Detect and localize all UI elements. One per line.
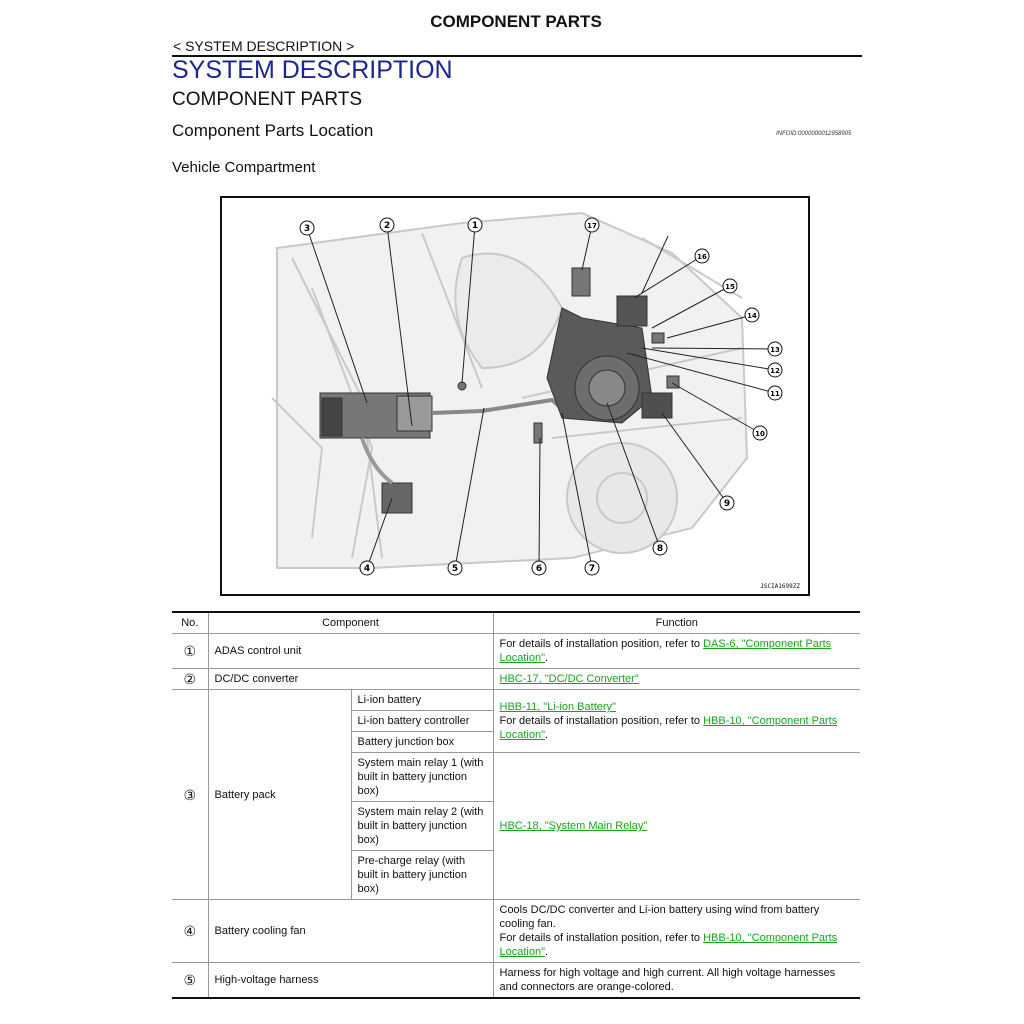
breadcrumb: < SYSTEM DESCRIPTION >: [173, 38, 355, 54]
function-suffix: .: [545, 652, 549, 664]
component-name: ADAS control unit: [207, 633, 494, 669]
callout-16: 16: [694, 248, 710, 264]
sub-component: Li-ion battery: [350, 689, 494, 711]
function-cell: HBB-11, "Li-ion Battery" For details of …: [492, 689, 860, 753]
callout-7: 7: [584, 560, 600, 576]
compartment-title: Vehicle Compartment: [172, 159, 316, 176]
table-row: ③ Battery pack Li-ion battery HBB-11, "L…: [172, 689, 860, 900]
svg-text:9: 9: [724, 499, 730, 509]
svg-text:10: 10: [755, 430, 765, 438]
row-number: ⑤: [172, 962, 209, 999]
callout-14: 14: [744, 307, 760, 323]
function-text: For details of installation position, re…: [499, 638, 704, 650]
callout-5: 5: [447, 560, 463, 576]
callout-2: 2: [379, 217, 395, 233]
svg-text:7: 7: [589, 564, 595, 574]
row-number: ②: [172, 668, 209, 690]
function-text: For details of installation position, re…: [499, 932, 704, 944]
link-hbc-17[interactable]: HBC-17, "DC/DC Converter": [499, 673, 639, 685]
page-header-title: COMPONENT PARTS: [430, 12, 602, 31]
svg-text:2: 2: [384, 221, 390, 231]
svg-text:13: 13: [770, 346, 780, 354]
sub-component: Pre-charge relay (with built in battery …: [351, 850, 493, 900]
table-row: ④ Battery cooling fan Cools DC/DC conver…: [172, 899, 860, 963]
table-row: Pre-charge relay (with built in battery …: [172, 850, 860, 900]
table-row: Li-ion battery controller: [172, 710, 860, 732]
subsection-title: COMPONENT PARTS: [172, 89, 363, 110]
header-divider: [172, 55, 862, 57]
svg-text:12: 12: [770, 367, 780, 375]
function-cell: Cools DC/DC converter and Li-ion battery…: [492, 899, 860, 963]
info-id: INFOID:0000000012958905: [776, 131, 852, 137]
svg-text:1: 1: [472, 221, 478, 231]
callout-8: 8: [652, 540, 668, 556]
header-no: No.: [172, 611, 209, 634]
header-component: Component: [207, 611, 494, 634]
callout-15: 15: [722, 278, 738, 294]
header-function: Function: [492, 611, 860, 634]
link-hbb-10[interactable]: HBB-10, "Component Parts Location": [499, 715, 838, 741]
sub-component: Li-ion battery controller: [351, 710, 493, 732]
function-cell: HBC-17, "DC/DC Converter": [492, 668, 860, 690]
callout-12: 12: [767, 362, 783, 378]
table-row: System main relay 1 (with built in batte…: [172, 752, 860, 900]
callout-6: 6: [531, 560, 547, 576]
callout-9: 9: [719, 495, 735, 511]
row-number: ④: [172, 899, 209, 963]
row-number: ①: [172, 633, 209, 669]
table-header-row: No. Component Function: [172, 611, 860, 634]
callout-11: 11: [767, 385, 783, 401]
function-cell: HBC-18, "System Main Relay": [492, 752, 860, 900]
component-name: Battery cooling fan: [207, 899, 494, 963]
link-hbc-18[interactable]: HBC-18, "System Main Relay": [499, 820, 648, 832]
function-text: Cools DC/DC converter and Li-ion battery…: [499, 904, 820, 930]
svg-text:17: 17: [587, 222, 597, 230]
link-das-6[interactable]: DAS-6, "Component Parts Location": [499, 638, 832, 664]
table-row: Battery junction box: [172, 731, 860, 753]
link-hbb-10-fan[interactable]: HBB-10, "Component Parts Location": [499, 932, 838, 958]
svg-text:4: 4: [364, 564, 370, 574]
svg-text:8: 8: [657, 544, 663, 554]
location-title: Component Parts Location: [172, 121, 374, 140]
table-row: System main relay 2 (with built in batte…: [172, 801, 860, 851]
function-suffix: .: [545, 729, 549, 741]
callout-13: 13: [767, 341, 783, 357]
svg-text:14: 14: [747, 312, 757, 320]
sub-component: System main relay 2 (with built in batte…: [351, 801, 493, 851]
component-name: Battery pack: [207, 689, 352, 900]
row-number: ③: [172, 689, 209, 900]
svg-text:15: 15: [725, 283, 735, 291]
sub-component: Battery junction box: [351, 731, 493, 753]
table-row: ⑤ High-voltage harness Harness for high …: [172, 962, 860, 999]
table-row: ① ADAS control unit For details of insta…: [172, 633, 860, 669]
link-hbb-11[interactable]: HBB-11, "Li-ion Battery": [499, 701, 616, 713]
callout-4: 4: [359, 560, 375, 576]
callout-17: 17: [584, 217, 600, 233]
callout-3: 3: [299, 220, 315, 236]
component-name: High-voltage harness: [207, 962, 494, 999]
section-title: SYSTEM DESCRIPTION: [172, 56, 453, 84]
svg-text:6: 6: [536, 564, 542, 574]
component-table: No. Component Function ① ADAS control un…: [172, 611, 860, 999]
function-cell: For details of installation position, re…: [492, 633, 860, 669]
table-row: ② DC/DC converter HBC-17, "DC/DC Convert…: [172, 668, 860, 690]
function-text: For details of installation position, re…: [499, 715, 704, 727]
figure-code: JSCIA1699ZZ: [760, 583, 800, 590]
svg-text:16: 16: [697, 253, 707, 261]
svg-text:5: 5: [452, 564, 458, 574]
callout-10: 10: [752, 425, 768, 441]
svg-text:3: 3: [304, 224, 310, 234]
function-cell: Harness for high voltage and high curren…: [492, 962, 860, 999]
component-name: DC/DC converter: [207, 668, 494, 690]
svg-text:11: 11: [770, 390, 780, 398]
callout-1: 1: [467, 217, 483, 233]
sub-component: System main relay 1 (with built in batte…: [351, 752, 494, 802]
function-suffix: .: [545, 946, 549, 958]
